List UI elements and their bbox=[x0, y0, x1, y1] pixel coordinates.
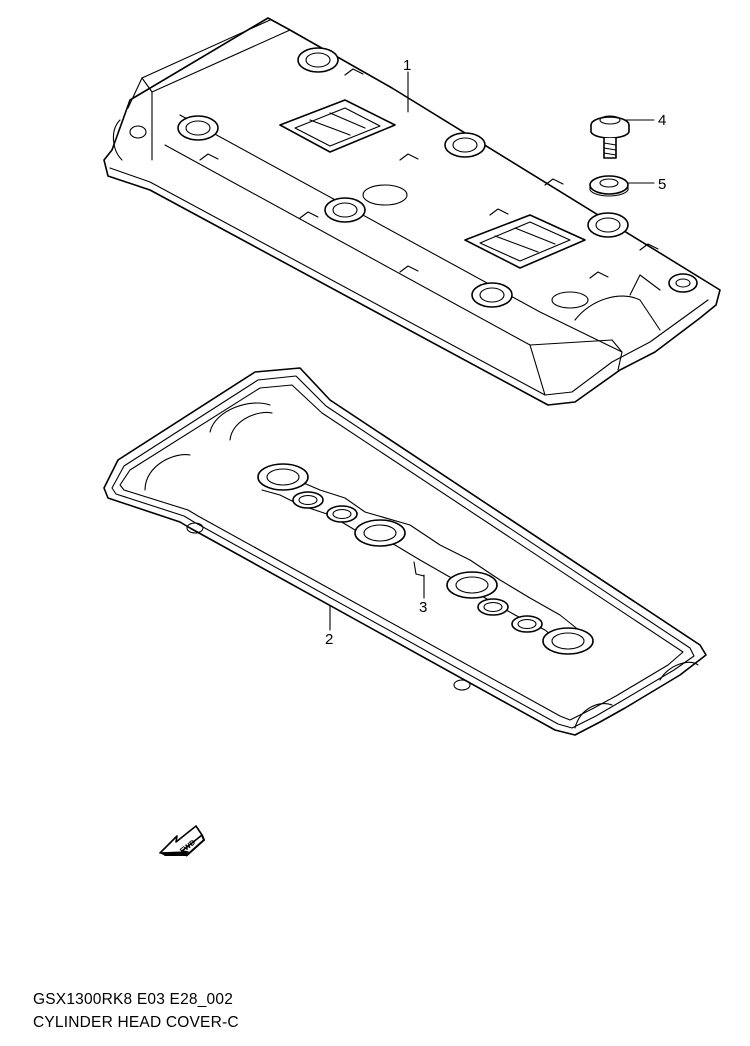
plug-well bbox=[324, 197, 366, 223]
plug-well bbox=[177, 115, 219, 141]
plug-well bbox=[444, 132, 486, 158]
cover-bolt bbox=[590, 115, 630, 159]
callout-1: 1 bbox=[403, 57, 411, 74]
cover-gasket bbox=[103, 367, 707, 736]
model-code-caption: GSX1300RK8 E03 E28_002 bbox=[33, 991, 234, 1008]
plug-well bbox=[471, 282, 513, 308]
fwd-arrow-icon: FWD bbox=[159, 825, 206, 857]
leader-lines bbox=[329, 71, 655, 631]
diagram-title-caption: CYLINDER HEAD COVER-C bbox=[33, 1014, 239, 1031]
plug-hole-gasket bbox=[257, 463, 594, 655]
callout-4: 4 bbox=[658, 112, 666, 129]
callout-2: 2 bbox=[325, 631, 333, 648]
plug-well bbox=[668, 273, 698, 293]
reed-valve-port bbox=[279, 99, 396, 153]
sealing-washer bbox=[589, 175, 629, 197]
plug-well bbox=[297, 47, 339, 73]
plug-well bbox=[587, 212, 629, 238]
callout-5: 5 bbox=[658, 176, 666, 193]
callout-3: 3 bbox=[419, 599, 427, 616]
cylinder-head-cover bbox=[103, 17, 721, 406]
reed-valve-port bbox=[464, 214, 586, 269]
